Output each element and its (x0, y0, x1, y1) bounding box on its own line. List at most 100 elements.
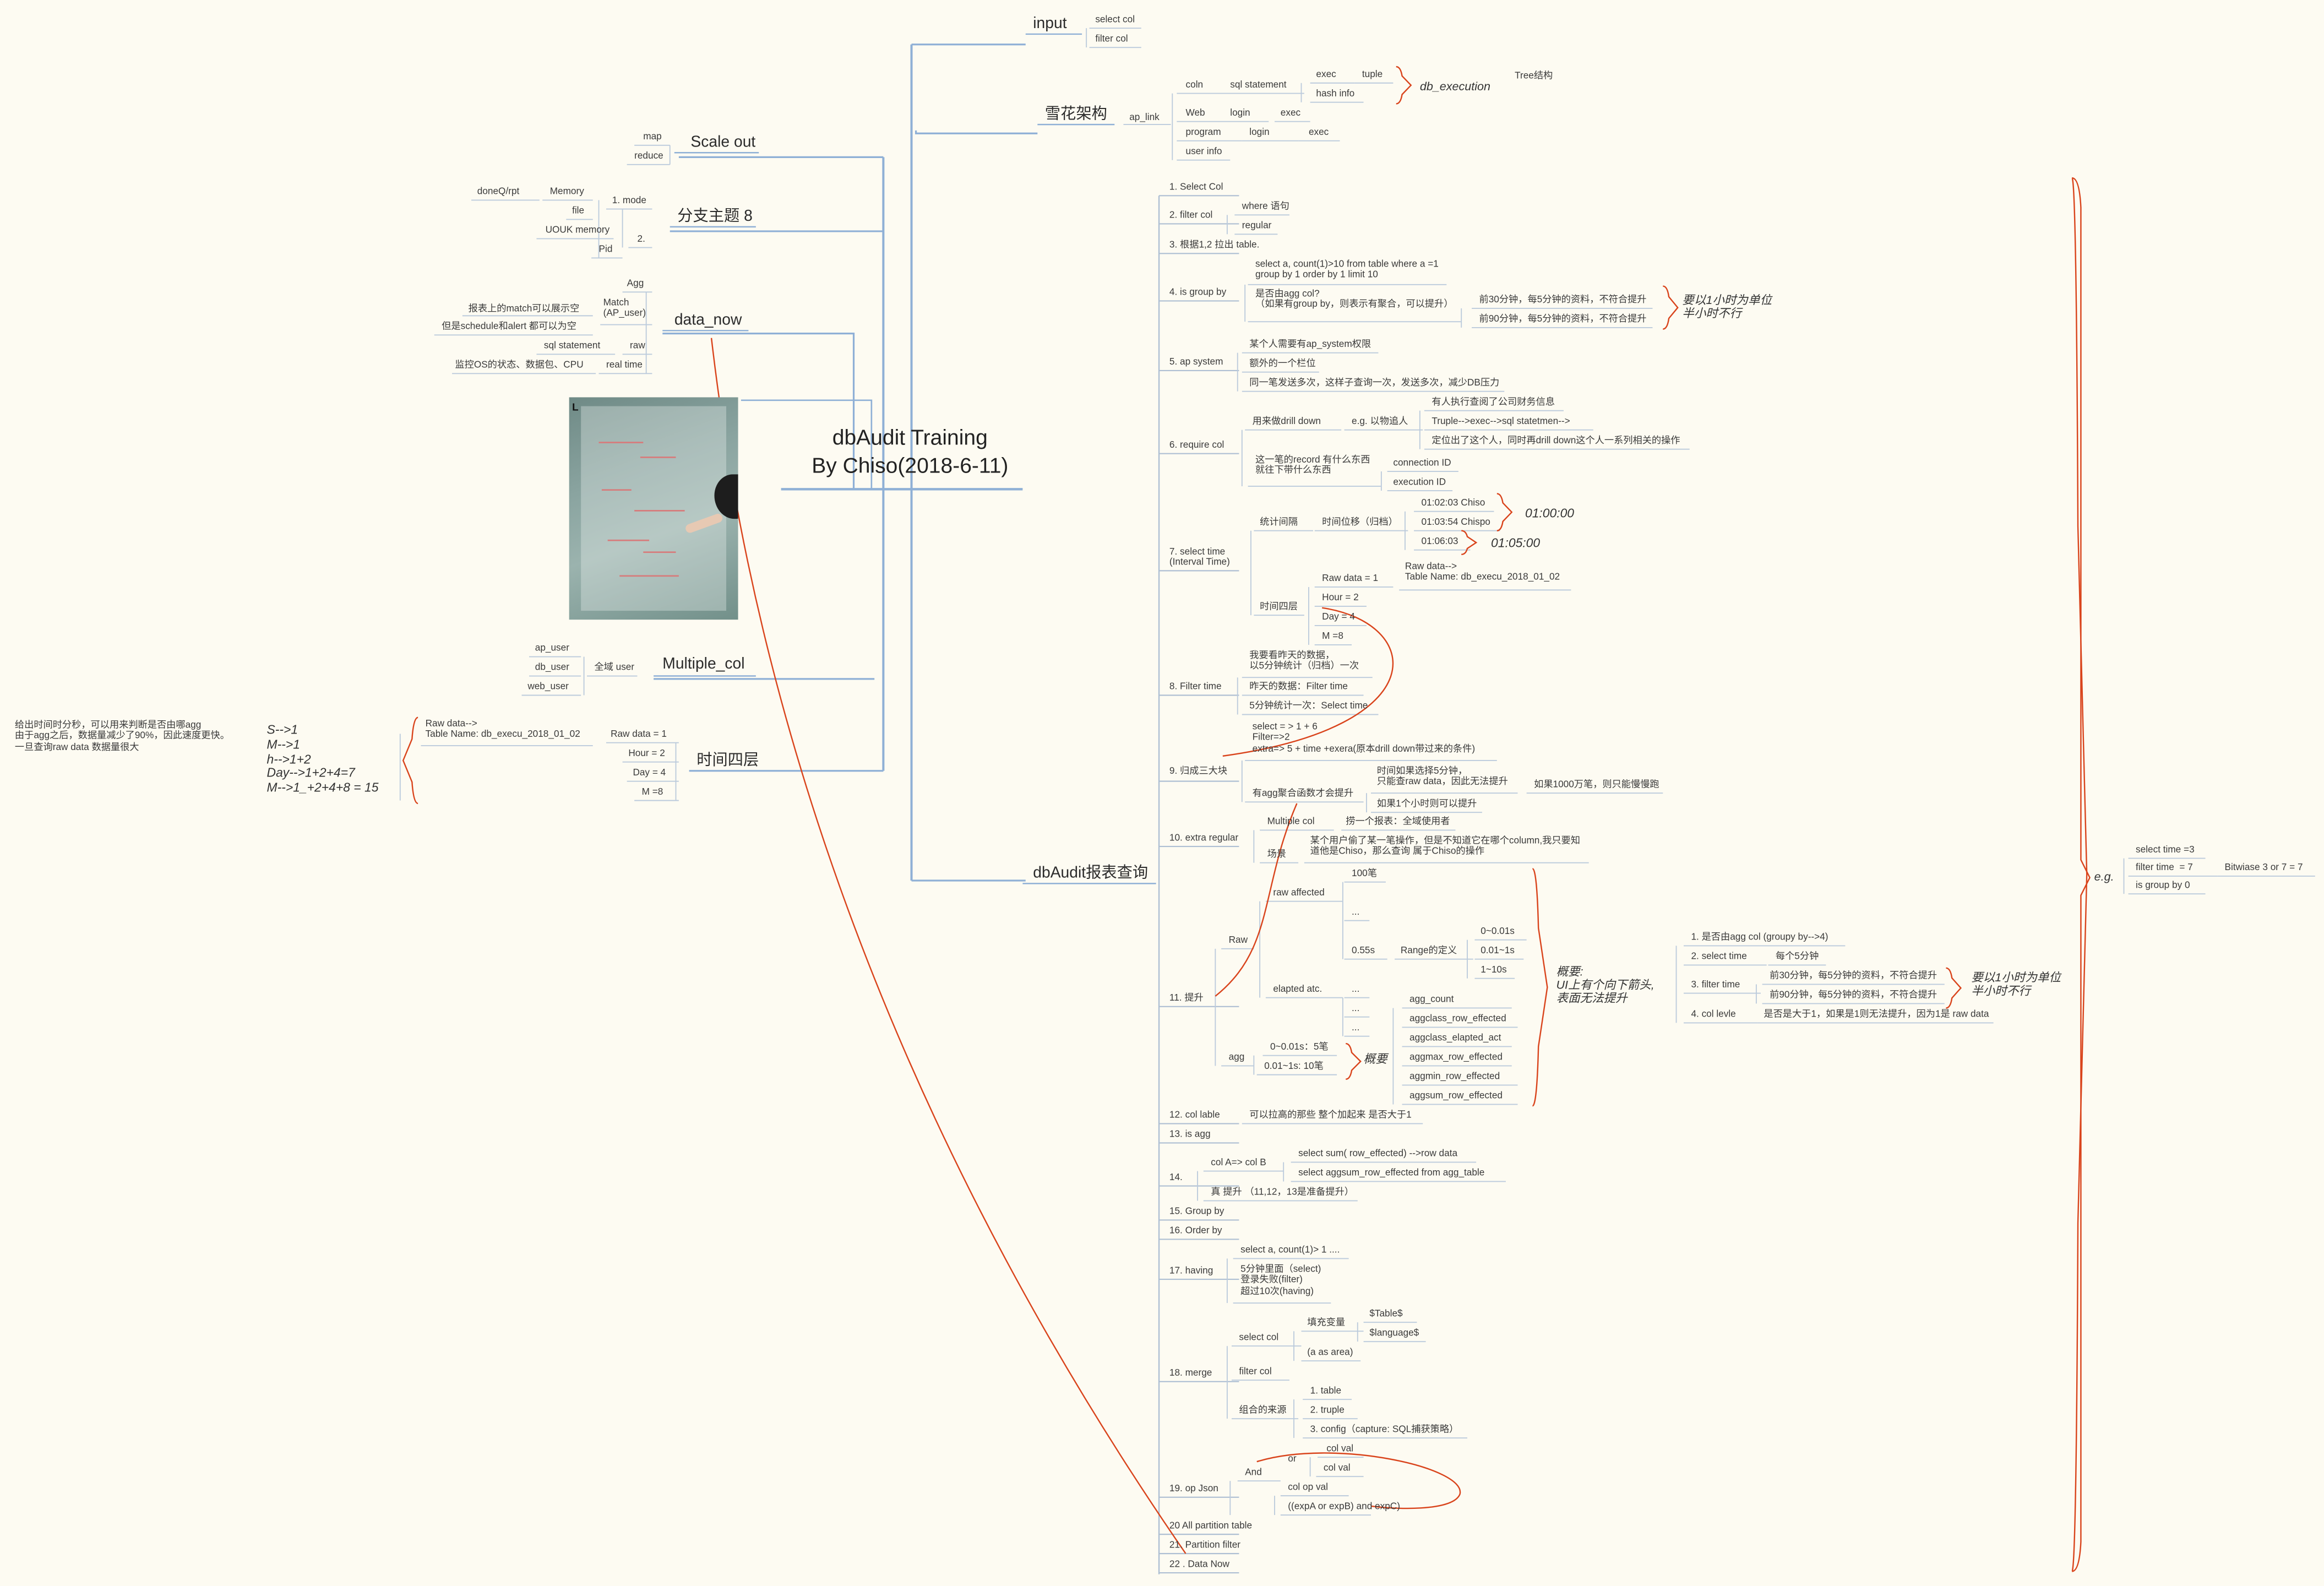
node-note-left[interactable]: 给出时间时分秒，可以用来判断是否由哪agg 由于agg之后，数据量减少了90%，… (14, 720, 230, 753)
node-s10d[interactable]: 某个用户偷了某一笔操作，但是不知道它在哪个column,我只要知 道他是Chis… (1310, 836, 1580, 857)
node-s11agg[interactable]: agg (1228, 1052, 1245, 1063)
node-s9e[interactable]: 如果1个小时则可以提升 (1376, 799, 1477, 810)
node-s18d[interactable]: $language$ (1369, 1328, 1419, 1339)
node-two[interactable]: 2. (637, 234, 645, 245)
node-s18a[interactable]: select col (1239, 1333, 1279, 1343)
node-input-b[interactable]: filter col (1095, 34, 1128, 45)
node-ap-link[interactable]: ap_link (1129, 112, 1160, 123)
node-s20[interactable]: 20 All partition table (1169, 1520, 1253, 1531)
node-s11d3[interactable]: ... (1352, 1003, 1360, 1014)
node-s18i[interactable]: 2. truple (1310, 1405, 1345, 1416)
node-sql-stmt[interactable]: sql statement (1230, 80, 1287, 91)
node-l-hour[interactable]: Hour = 2 (628, 748, 665, 759)
node-s5a[interactable]: 某个人需要有ap_system权限 (1249, 339, 1371, 350)
node-s18c[interactable]: $Table$ (1369, 1308, 1403, 1319)
node-hash[interactable]: hash info (1316, 89, 1355, 100)
node-s18j[interactable]: 3. config（capture: SQL捕获策略） (1310, 1424, 1459, 1435)
node-eg1[interactable]: select time =3 (2136, 845, 2195, 856)
node-dbu[interactable]: db_user (535, 662, 569, 673)
node-s17b[interactable]: 5分钟里面（select) 登录失败(filter) 超过10次(having) (1240, 1264, 1321, 1297)
node-apu[interactable]: ap_user (535, 643, 569, 654)
node-s11c5[interactable]: aggmin_row_effected (1409, 1072, 1500, 1083)
node-s11-055[interactable]: 0.55s (1352, 946, 1375, 957)
node-s9b[interactable]: 有agg聚合函数才会提升 (1252, 789, 1354, 799)
node-user-info[interactable]: user info (1185, 146, 1222, 157)
node-s5b[interactable]: 额外的一个栏位 (1249, 359, 1316, 370)
node-s4[interactable]: 4. is group by (1169, 287, 1227, 298)
node-s7f[interactable]: 时间四层 (1260, 601, 1298, 612)
node-s2a[interactable]: where 语句 (1242, 202, 1289, 212)
node-s16[interactable]: 16. Order by (1169, 1226, 1222, 1237)
node-l-raw1[interactable]: Raw data = 1 (611, 729, 667, 740)
node-s2[interactable]: 2. filter col (1169, 210, 1213, 221)
node-s7c[interactable]: 01:02:03 Chiso (1421, 498, 1485, 509)
node-s7d[interactable]: 01:03:54 Chispo (1421, 517, 1490, 528)
node-web[interactable]: Web (1185, 108, 1205, 119)
node-db-exec[interactable]: db_execution (1419, 80, 1490, 94)
node-s22[interactable]: 22 . Data Now (1169, 1559, 1229, 1570)
node-s11range[interactable]: Range的定义 (1400, 946, 1457, 957)
node-r3b[interactable]: 前90分钟，每5分钟的资料，不符合提升 (1770, 990, 1937, 1001)
node-s18f[interactable]: filter col (1239, 1366, 1272, 1377)
node-s11g1[interactable]: 0~0.01s：5笔 (1270, 1042, 1329, 1053)
node-gy2[interactable]: 概要: UI上有个向下箭头, 表面无法提升 (1556, 965, 1654, 1006)
node-s12[interactable]: 12. col lable (1169, 1110, 1220, 1121)
node-s7k[interactable]: M =8 (1322, 631, 1343, 642)
node-file[interactable]: file (572, 206, 585, 217)
node-s6b[interactable]: e.g. 以物追人 (1352, 416, 1408, 427)
node-s7b[interactable]: 时间位移（归档） (1322, 517, 1398, 528)
node-s19b[interactable]: col val (1326, 1443, 1354, 1454)
node-s18g[interactable]: 组合的来源 (1239, 1405, 1287, 1416)
node-s11c2[interactable]: aggclass_row_effected (1409, 1014, 1506, 1025)
node-eg3[interactable]: is group by 0 (2136, 880, 2190, 891)
node-s4note[interactable]: 要以1小时为单位 半小时不行 (1682, 293, 1772, 321)
node-s11c4[interactable]: aggmax_row_effected (1409, 1052, 1503, 1063)
node-mon[interactable]: 监控OS的状态、数据包、CPU (455, 360, 584, 371)
node-coln[interactable]: coln (1185, 80, 1204, 91)
node-s8c[interactable]: 5分钟统计一次：Select time (1249, 701, 1368, 712)
node-l-day[interactable]: Day = 4 (633, 768, 666, 779)
node-data-now[interactable]: data_now (674, 311, 742, 329)
node-r2a[interactable]: 每个5分钟 (1775, 952, 1819, 963)
node-s18h[interactable]: 1. table (1310, 1386, 1342, 1397)
node-r4a[interactable]: 是否是大于1，如果是1则无法提升，因为1是 raw data (1764, 1009, 1989, 1020)
node-sj4[interactable]: 时间四层 (696, 751, 759, 770)
node-fz[interactable]: 分支主题 8 (677, 207, 753, 226)
node-s11d4[interactable]: ... (1352, 1023, 1360, 1034)
node-uouk[interactable]: UOUK memory (545, 225, 610, 236)
node-s11raw[interactable]: Raw (1228, 935, 1248, 946)
node-s9a[interactable]: select = > 1 + 6 Filter=>2 extra=> 5 + t… (1252, 721, 1476, 754)
node-s19d[interactable]: col op val (1288, 1482, 1328, 1493)
node-exec[interactable]: exec (1316, 69, 1336, 80)
node-s3[interactable]: 3. 根据1,2 拉出 table. (1169, 240, 1260, 251)
node-agg[interactable]: Agg (627, 279, 644, 289)
node-s11[interactable]: 11. 提升 (1169, 993, 1204, 1004)
node-s19[interactable]: 19. op Json (1169, 1484, 1218, 1495)
node-eg[interactable]: e.g. (2094, 870, 2114, 884)
node-r3[interactable]: 3. filter time (1691, 980, 1740, 991)
node-map[interactable]: map (643, 132, 662, 143)
node-s8b[interactable]: 昨天的数据：Filter time (1249, 682, 1348, 693)
node-rep1[interactable]: 报表上的match可以展示空 (468, 303, 580, 314)
node-s11-100[interactable]: 100笔 (1352, 868, 1377, 879)
node-s17a[interactable]: select a, count(1)> 1 .... (1240, 1245, 1340, 1256)
node-s18[interactable]: 18. merge (1169, 1368, 1212, 1379)
node-tuple[interactable]: tuple (1362, 69, 1383, 80)
node-memory[interactable]: Memory (549, 187, 584, 198)
node-s14[interactable]: 14. (1169, 1172, 1183, 1183)
node-s5[interactable]: 5. ap system (1169, 357, 1223, 368)
node-s6c[interactable]: 有人执行查阅了公司财务信息 (1432, 397, 1555, 408)
node-s13[interactable]: 13. is agg (1169, 1129, 1211, 1140)
node-s5c[interactable]: 同一笔发送多次，这样子查询一次，发送多次，减少DB压力 (1249, 378, 1500, 389)
node-s17[interactable]: 17. having (1169, 1265, 1213, 1277)
node-s11c1[interactable]: agg_count (1409, 995, 1454, 1006)
node-s11d2[interactable]: ... (1352, 984, 1360, 995)
node-s4d[interactable]: 前90分钟，每5分钟的资料，不符合提升 (1479, 314, 1647, 325)
node-s18e[interactable]: (a as area) (1307, 1347, 1353, 1358)
node-s19a[interactable]: And (1245, 1467, 1262, 1478)
node-eg2[interactable]: filter time = 7 (2136, 862, 2193, 873)
node-bit[interactable]: Bitwiase 3 or 7 = 7 (2224, 862, 2303, 873)
node-t2[interactable]: 01:05:00 (1491, 535, 1541, 550)
node-s10[interactable]: 10. extra regular (1169, 833, 1239, 844)
node-s7e[interactable]: 01:06:03 (1421, 536, 1458, 547)
